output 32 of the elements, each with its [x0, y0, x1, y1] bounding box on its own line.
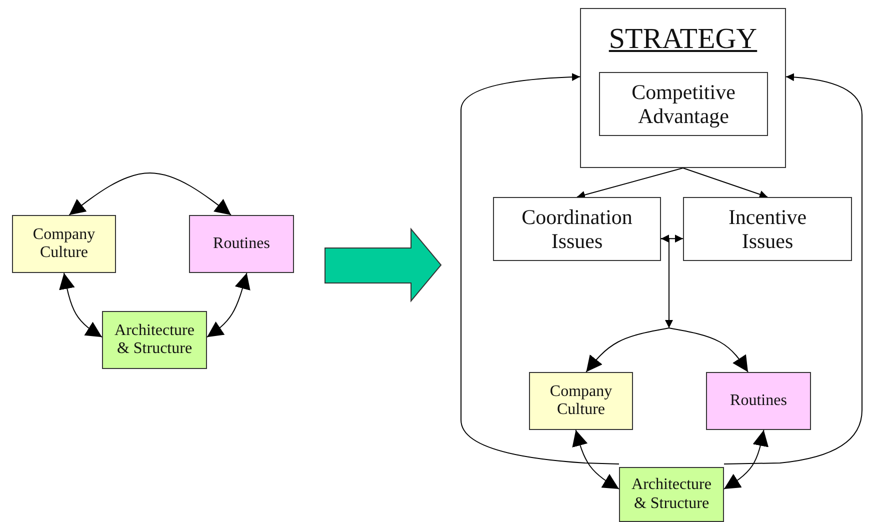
box-label: Incentive Issues: [727, 204, 808, 254]
connector-arrow: [660, 234, 684, 243]
box-label: Company Culture: [548, 382, 614, 420]
process-box: [683, 197, 852, 261]
process-box: [529, 372, 633, 430]
connector-arrow: [572, 430, 620, 490]
connector-arrow: [68, 172, 232, 216]
connector-arrow: [665, 240, 673, 328]
box-label: Architecture & Structure: [630, 476, 712, 513]
connector-arrow: [576, 168, 684, 199]
process-box: [493, 197, 661, 261]
connector-arrow: [724, 73, 862, 464]
box-label: Routines: [213, 234, 270, 254]
process-box: [599, 72, 768, 136]
connector-arrow: [59, 272, 102, 338]
heading-text: STRATEGY: [608, 23, 758, 56]
box-label: Coordination Issues: [520, 204, 634, 254]
connector-arrow: [682, 168, 768, 198]
box-label: Routines: [730, 392, 787, 410]
connector-arrow: [206, 272, 250, 338]
connector-arrow: [460, 73, 620, 464]
process-box: [580, 8, 786, 168]
process-box: [189, 215, 294, 273]
process-box: [619, 467, 724, 522]
process-box: [706, 372, 811, 430]
connector-arrow: [660, 238, 748, 372]
process-box: [12, 215, 116, 273]
box-label: Competitive Advantage: [630, 80, 736, 128]
connector-arrow: [724, 430, 768, 490]
box-label: Company Culture: [32, 226, 96, 262]
process-box: [102, 311, 207, 369]
box-label: Architecture & Structure: [114, 322, 196, 358]
